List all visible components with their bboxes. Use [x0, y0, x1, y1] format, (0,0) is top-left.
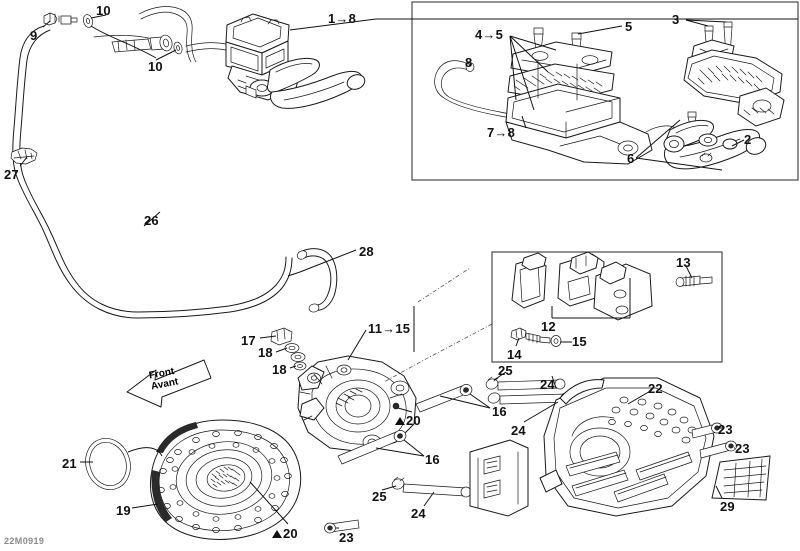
- callout-3: 3: [672, 12, 680, 27]
- callout-16: 16: [492, 404, 507, 419]
- callout-19: 19: [116, 503, 131, 518]
- callout-29: 29: [720, 499, 735, 514]
- callout-23: 23: [718, 422, 733, 437]
- callout-25: 25: [372, 489, 387, 504]
- callout-12: 12: [541, 319, 556, 334]
- callout-9: 9: [30, 28, 38, 43]
- callout-1-to-8: 1→8: [328, 11, 357, 26]
- callout-7-to-8: 7→8: [487, 125, 516, 140]
- callout-24: 24: [540, 377, 555, 392]
- callout-24: 24: [511, 423, 526, 438]
- callout-20: 20: [406, 413, 421, 428]
- callout-14: 14: [507, 347, 522, 362]
- callout-27: 27: [4, 167, 19, 182]
- callout-26: 26: [144, 213, 159, 228]
- callout-17: 17: [241, 333, 256, 348]
- callout-22: 22: [648, 381, 663, 396]
- callout-4-to-5: 4→5: [475, 27, 504, 42]
- callout-6: 6: [627, 151, 635, 166]
- callout-23: 23: [339, 530, 354, 545]
- callout-20: 20: [283, 526, 298, 541]
- callout-21: 21: [62, 456, 77, 471]
- callout-8: 8: [465, 55, 473, 70]
- callout-15: 15: [572, 334, 587, 349]
- callout-25: 25: [498, 363, 513, 378]
- callout-10: 10: [148, 59, 163, 74]
- callout-10: 10: [96, 3, 111, 18]
- callout-23: 23: [735, 441, 750, 456]
- callout-5: 5: [625, 19, 633, 34]
- torque-triangle-icon: [272, 530, 282, 538]
- callout-2: 2: [744, 132, 752, 147]
- callout-24: 24: [411, 506, 426, 521]
- callout-13: 13: [676, 255, 691, 270]
- sheet-id: 22M0919: [4, 536, 45, 546]
- callout-11-to-15: 11→15: [368, 321, 411, 336]
- callout-18: 18: [272, 362, 287, 377]
- callout-28: 28: [359, 244, 374, 259]
- callout-18: 18: [258, 345, 273, 360]
- callout-16: 16: [425, 452, 440, 467]
- torque-triangle-icon: [395, 417, 405, 425]
